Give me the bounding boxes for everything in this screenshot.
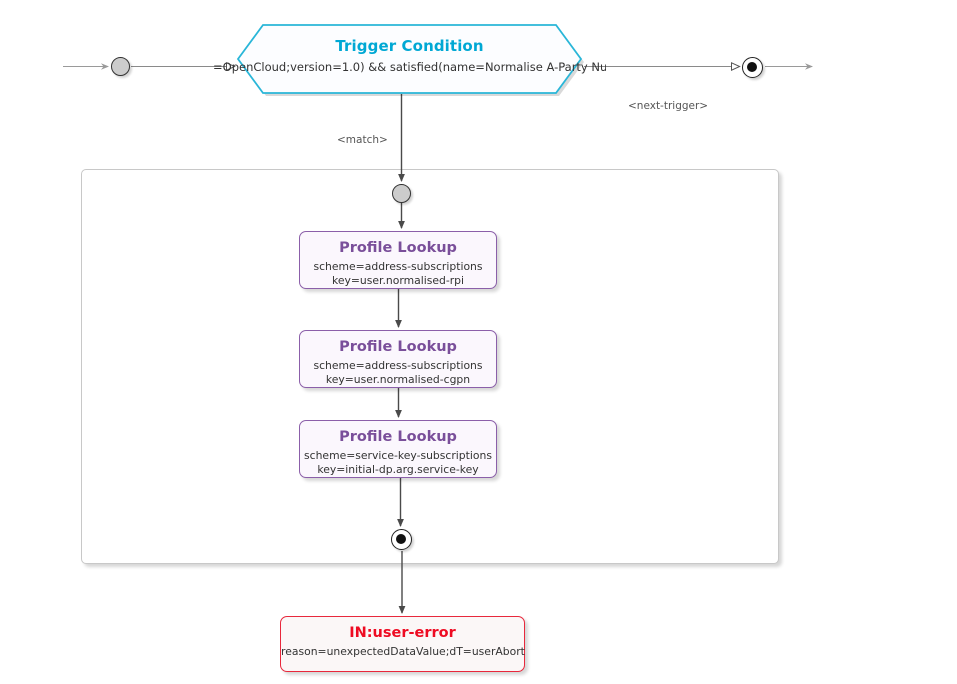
inner-start-node-circle[interactable] (392, 184, 411, 203)
edge-label-match: <match> (337, 134, 388, 146)
profile-lookup-title-1: Profile Lookup (339, 240, 457, 256)
end-node-circle[interactable] (742, 57, 763, 78)
profile-lookup-params-3: scheme=service-key-subscriptions key=ini… (300, 449, 496, 477)
inner-end-node-circle[interactable] (391, 529, 412, 550)
profile-lookup-scheme-1: scheme=address-subscriptions (313, 260, 483, 273)
in-user-error-params: reason=unexpectedDataValue;dT=userAbort (281, 645, 525, 659)
profile-lookup-key-1: key=user.normalised-rpi (331, 274, 465, 287)
profile-lookup-node-2[interactable]: Profile Lookup scheme=address-subscripti… (299, 330, 497, 388)
in-user-error-title: IN:user-error (349, 625, 456, 641)
profile-lookup-key-2: key=user.normalised-cgpn (325, 373, 471, 386)
profile-lookup-scheme-2: scheme=address-subscriptions (313, 359, 483, 372)
profile-lookup-node-3[interactable]: Profile Lookup scheme=service-key-subscr… (299, 420, 497, 478)
profile-lookup-params-1: scheme=address-subscriptions key=user.no… (300, 260, 496, 288)
trigger-hexagon-shape (236, 24, 583, 94)
start-node-circle[interactable] (111, 57, 130, 76)
in-user-error-reason: reason=unexpectedDataValue;dT=userAbort (281, 645, 525, 658)
trigger-condition-title: Trigger Condition (335, 37, 484, 55)
trigger-condition-node[interactable]: Trigger Condition =OpenCloud;version=1.0… (213, 24, 606, 96)
profile-lookup-scheme-3: scheme=service-key-subscriptions (304, 449, 492, 462)
profile-lookup-node-1[interactable]: Profile Lookup scheme=address-subscripti… (299, 231, 497, 289)
profile-lookup-title-3: Profile Lookup (339, 429, 457, 445)
in-user-error-node[interactable]: IN:user-error reason=unexpectedDataValue… (280, 616, 525, 672)
profile-lookup-params-2: scheme=address-subscriptions key=user.no… (300, 359, 496, 387)
edge-label-next-trigger: <next-trigger> (628, 100, 709, 112)
profile-lookup-title-2: Profile Lookup (339, 339, 457, 355)
profile-lookup-key-3: key=initial-dp.arg.service-key (317, 463, 479, 476)
trigger-condition-expression: =OpenCloud;version=1.0) && satisfied(nam… (213, 60, 606, 74)
